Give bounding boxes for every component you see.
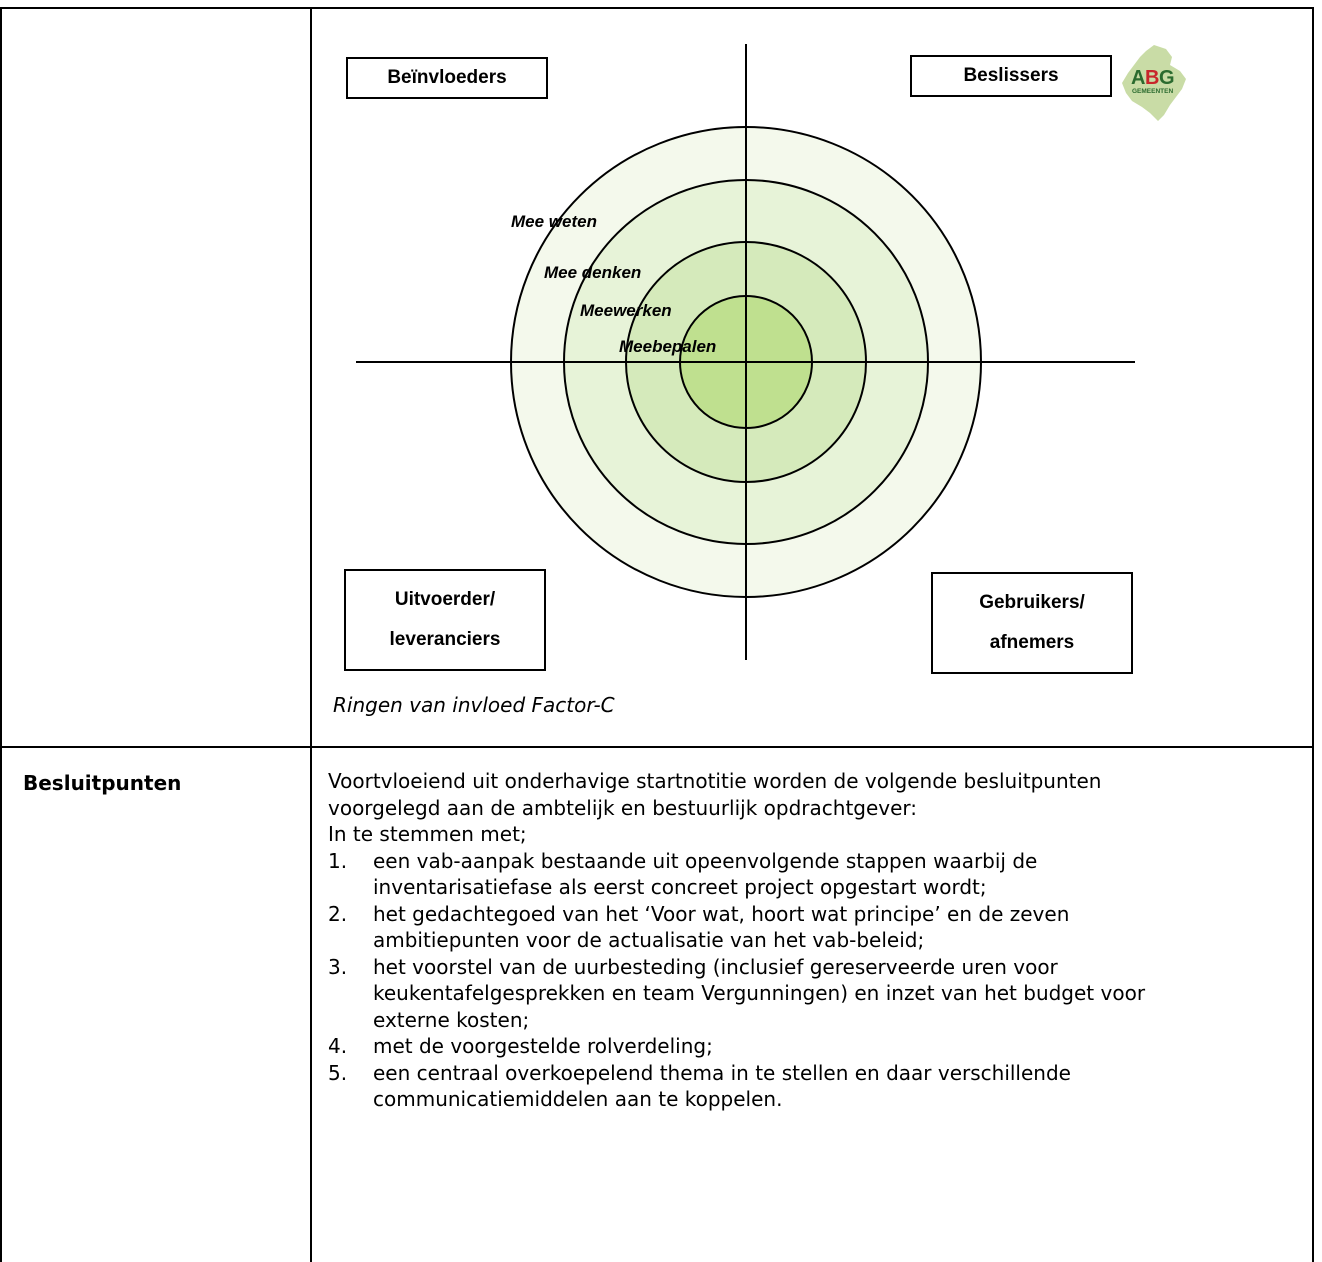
list-number: 5. <box>328 1060 348 1085</box>
box-gebruikers: Gebruikers/ afnemers <box>931 572 1133 674</box>
svg-text:A: A <box>1131 67 1145 89</box>
gebruikers-label-2: afnemers <box>989 632 1075 653</box>
list-line: het gedachtegoed van het ‘Voor wat, hoor… <box>373 901 1070 926</box>
figure-caption: Ringen van invloed Factor-C <box>333 693 615 717</box>
ring-label-meebepalen: Meebepalen <box>619 337 717 356</box>
gebruikers-label-1: Gebruikers/ <box>979 592 1085 613</box>
list-number: 3. <box>328 954 348 979</box>
abg-gemeenten-logo: A B G GEMEENTEN <box>1120 43 1190 123</box>
box-beslissers: Beslissers <box>910 55 1112 97</box>
list-item: 2. het gedachtegoed van het ‘Voor wat, h… <box>328 901 1298 954</box>
list-line: een vab-aanpak bestaande uit opeenvolgen… <box>373 848 1038 873</box>
list-line: het voorstel van de uurbesteding (inclus… <box>373 954 1058 979</box>
list-item: 1. een vab-aanpak bestaande uit opeenvol… <box>328 848 1298 901</box>
table-row-divider <box>0 746 1314 748</box>
list-number: 2. <box>328 901 348 926</box>
list-line: communicatiemiddelen aan te koppelen. <box>373 1087 783 1111</box>
ring-label-meewerken: Meewerken <box>580 301 672 320</box>
intro-line-1: Voortvloeiend uit onderhavige startnotit… <box>328 769 1102 793</box>
list-item: 4. met de voorgestelde rolverdeling; <box>328 1033 1298 1060</box>
uitvoerder-label-1: Uitvoerder/ <box>394 589 496 610</box>
list-item: 5. een centraal overkoepelend thema in t… <box>328 1060 1298 1113</box>
svg-text:G: G <box>1159 67 1175 89</box>
table-left-border <box>0 7 2 1262</box>
list-number: 4. <box>328 1034 348 1058</box>
list-line: keukentafelgesprekken en team Vergunning… <box>373 981 1146 1005</box>
box-uitvoerder: Uitvoerder/ leveranciers <box>344 569 546 671</box>
row-label-besluitpunten: Besluitpunten <box>23 771 182 795</box>
table-column-divider <box>310 7 312 1262</box>
list-line: inventarisatiefase als eerst concreet pr… <box>373 875 987 899</box>
list-item: 3. het voorstel van de uurbesteding (inc… <box>328 954 1298 1034</box>
intro-line-2: voorgelegd aan de ambtelijk en bestuurli… <box>328 795 918 820</box>
table-right-border <box>1312 7 1314 1262</box>
svg-text:GEMEENTEN: GEMEENTEN <box>1132 88 1173 95</box>
ring-label-mee-denken: Mee denken <box>544 263 642 282</box>
influence-rings-diagram: Mee weten Mee denken Meewerken Meebepale… <box>330 40 1186 680</box>
intro-line-3: In te stemmen met; <box>328 822 527 846</box>
decision-list: 1. een vab-aanpak bestaande uit opeenvol… <box>328 848 1298 1113</box>
list-line: externe kosten; <box>373 1007 530 1032</box>
beinvloeders-label: Beïnvloeders <box>387 67 507 88</box>
svg-text:B: B <box>1145 67 1159 89</box>
table-top-border <box>0 7 1314 9</box>
ring-label-mee-weten: Mee weten <box>511 212 597 231</box>
uitvoerder-label-2: leveranciers <box>389 629 501 650</box>
list-number: 1. <box>328 848 348 873</box>
list-line: een centraal overkoepelend thema in te s… <box>373 1060 1071 1085</box>
beslissers-label: Beslissers <box>963 65 1059 86</box>
box-beinvloeders: Beïnvloeders <box>346 57 548 99</box>
list-line: ambitiepunten voor de actualisatie van h… <box>373 928 925 952</box>
besluitpunten-content: Voortvloeiend uit onderhavige startnotit… <box>328 768 1298 1113</box>
rings-svg <box>356 44 1135 660</box>
list-line: met de voorgestelde rolverdeling; <box>373 1034 713 1058</box>
